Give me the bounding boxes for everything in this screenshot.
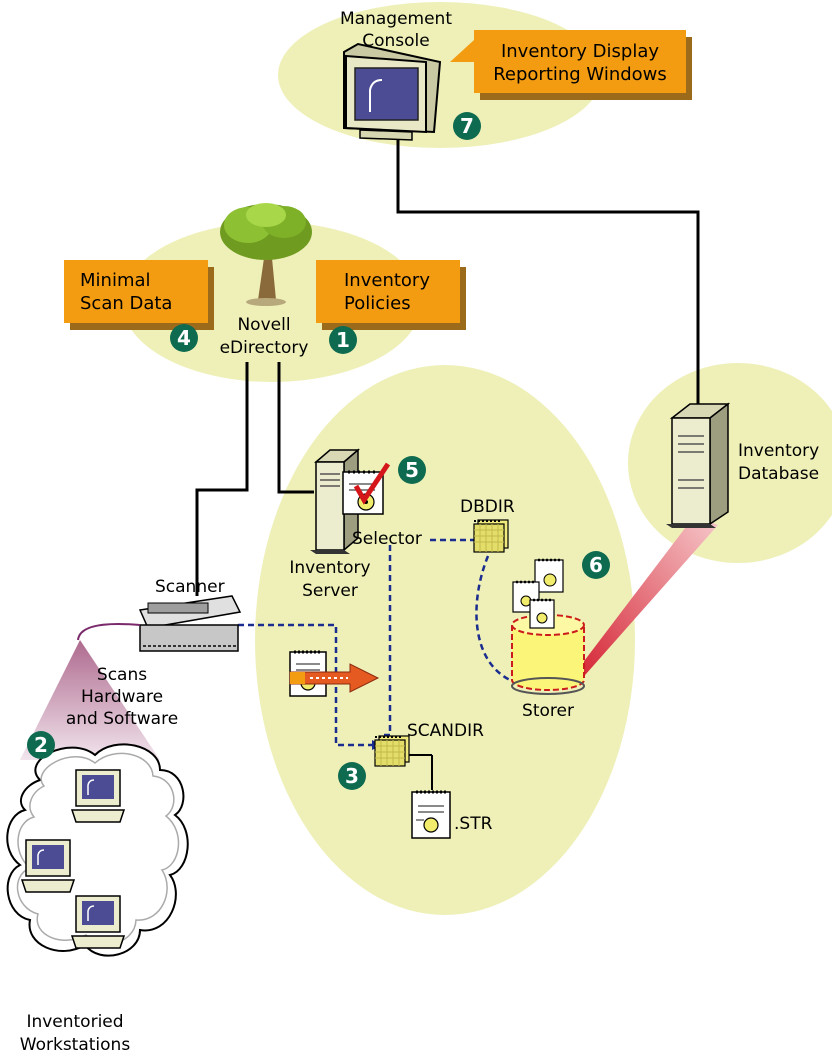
svg-text:7: 7: [460, 114, 474, 138]
inventory-policies-box: [316, 260, 466, 330]
scanner-label: Scanner: [155, 577, 225, 597]
inventory-policies-label-1: Inventory: [344, 270, 430, 291]
step-badge-7: 7: [453, 112, 481, 140]
svg-text:5: 5: [405, 458, 419, 482]
dashed-flows: [238, 538, 511, 747]
selector-label: Selector: [352, 529, 422, 549]
minimal-scan-data-label-1: Minimal: [80, 270, 151, 291]
checklist-icon: [342, 462, 391, 515]
str-document-icon: [411, 790, 451, 839]
monitor-icon: [343, 42, 442, 141]
inventory-display-label-2: Reporting Windows: [493, 64, 667, 85]
inventory-database-label-1: Inventory: [738, 441, 819, 461]
scan-beam: [20, 640, 160, 760]
document-icon: [289, 650, 380, 697]
inventory-server-label-1: Inventory: [289, 558, 370, 578]
storer-documents: [512, 558, 564, 629]
svg-text:6: 6: [589, 553, 603, 577]
scans-label-1: Scans: [97, 665, 147, 685]
scans-label-2: Hardware: [81, 687, 163, 707]
scandir-folder-icon: [374, 735, 410, 767]
step-badge-3: 3: [338, 762, 366, 790]
novell-label: Novell: [237, 315, 290, 335]
cloud-icon: [6, 743, 189, 957]
storer-label: Storer: [522, 701, 574, 721]
inventory-database-label-2: Database: [738, 464, 819, 484]
scanner-icon: [77, 595, 242, 652]
inventory-display-label-1: Inventory Display: [501, 41, 659, 62]
svg-text:3: 3: [345, 764, 359, 788]
step-badge-5: 5: [398, 456, 426, 484]
step-badge-6: 6: [582, 551, 610, 579]
inventoried-workstations-label-2: Workstations: [20, 1035, 131, 1055]
scandir-label: SCANDIR: [407, 721, 484, 741]
scans-label-3: and Software: [66, 709, 178, 729]
tree-icon: [220, 203, 312, 306]
workstation-icon: [20, 769, 126, 949]
edirectory-label: eDirectory: [220, 338, 309, 358]
step-badge-1: 1: [329, 326, 357, 354]
svg-text:4: 4: [177, 326, 191, 350]
dbdir-label: DBDIR: [460, 497, 515, 517]
svg-text:2: 2: [34, 733, 48, 757]
inventoried-workstations-label-1: Inventoried: [26, 1012, 123, 1032]
database-beam: [575, 515, 718, 683]
database-server-icon: [666, 402, 731, 528]
minimal-scan-data-label-2: Scan Data: [80, 293, 172, 314]
minimal-scan-data-box: [64, 260, 214, 330]
inventory-server-label-2: Server: [302, 581, 358, 601]
console-to-database-line: [396, 140, 700, 410]
database-ellipse: [628, 363, 832, 563]
edirectory-to-server-line: [277, 362, 314, 494]
inventory-policies-label-2: Policies: [344, 293, 411, 314]
inventory-display-box: [450, 30, 692, 100]
step-badge-2: 2: [27, 731, 55, 759]
str-label: .STR: [454, 814, 493, 834]
management-console-label-1: Management: [340, 9, 452, 29]
edirectory-to-scanner-line: [195, 362, 249, 596]
management-console-label-2: Console: [362, 31, 430, 51]
svg-text:1: 1: [336, 328, 350, 352]
step-badge-4: 4: [170, 324, 198, 352]
folder-icon: [473, 519, 509, 553]
